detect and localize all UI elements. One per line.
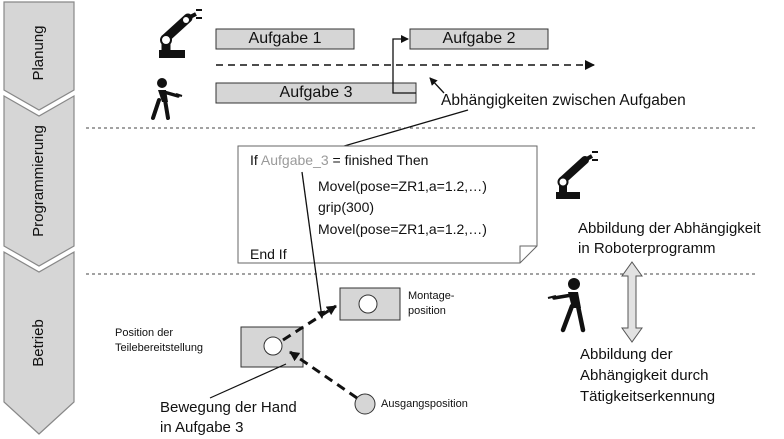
dependency-label: Abhängigkeiten zwischen Aufgaben (441, 92, 686, 109)
task-label-1: Aufgabe 1 (248, 30, 322, 47)
code-if-prefix: If (250, 152, 261, 168)
robot-arm-icon-program (556, 151, 598, 199)
start-position-circle (354, 393, 376, 415)
provision-label-2: Teilebereitstellung (115, 342, 204, 354)
task-label-2: Aufgabe 2 (442, 30, 516, 47)
hand-motion-path-2 (282, 304, 337, 342)
hand-motion-label-1: Bewegung der Hand (160, 399, 297, 416)
code-if-variable: Aufgabe_3 (260, 152, 329, 168)
hand-motion-callout (209, 363, 287, 399)
task-box-2 (409, 28, 549, 50)
task-label-3: Aufgabe 3 (279, 84, 353, 101)
phase-label-programmierung: Programmierung (30, 125, 47, 237)
provision-label-1: Position der (115, 327, 174, 339)
dependency-connector (392, 35, 416, 94)
code-if-line: If Aufgabe_3 = finished Then (250, 153, 428, 167)
hand-motion-path-1 (289, 350, 358, 400)
phase-chevron-betrieb (3, 250, 75, 435)
robot-arm-icon (159, 9, 202, 58)
task-box-1 (215, 28, 355, 50)
robot-program-label-2: in Roboterprogramm (578, 240, 716, 257)
activity-label-2: Abhängigkeit durch (580, 367, 709, 384)
code-line-2: grip(300) (318, 199, 375, 215)
activity-label-1: Abbildung der (580, 346, 673, 363)
phase-chevron-programmierung (3, 94, 75, 267)
code-note-box (237, 145, 538, 264)
code-line-1: Movel(pose=ZR1,a=1.2,…) (318, 178, 487, 194)
provision-position-circle (263, 336, 283, 356)
phase-chevron-planung (3, 1, 75, 111)
phase-label-betrieb: Betrieb (30, 319, 47, 367)
code-note-fold (519, 245, 537, 263)
human-worker-icon (151, 78, 183, 120)
montage-position-circle (358, 294, 378, 314)
hand-motion-label-2: in Aufgabe 3 (160, 419, 244, 436)
code-if-suffix: = finished Then (328, 152, 429, 168)
activity-label-3: Tätigkeitserkennung (580, 388, 716, 405)
code-line-3: Movel(pose=ZR1,a=1.2,…) (318, 221, 487, 237)
montage-label-2: position (408, 305, 446, 317)
code-to-montage-arrow (301, 171, 326, 319)
dependency-callout-line (429, 77, 445, 94)
start-position-label: Ausgangsposition (381, 398, 468, 410)
mapping-double-arrow (621, 261, 643, 343)
code-end-line: End If (250, 246, 287, 262)
human-worker-icon-operation (547, 278, 586, 333)
robot-program-label-1: Abbildung der Abhängigkeit (578, 220, 761, 237)
montage-label-1: Montage- (408, 290, 455, 302)
phase-label-planung: Planung (30, 25, 47, 81)
